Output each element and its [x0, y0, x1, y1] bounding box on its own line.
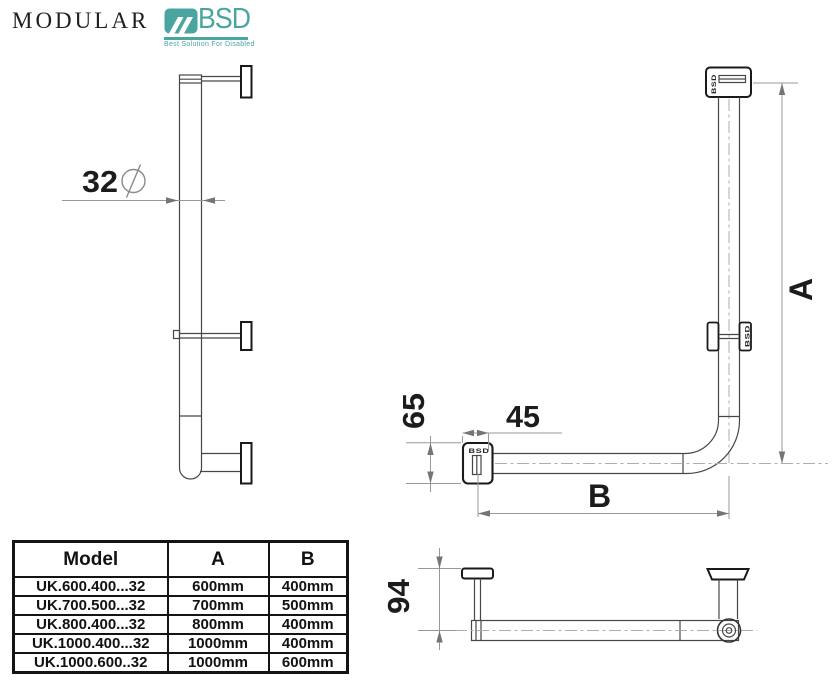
- mid-flange-brand-mark: BSD: [746, 325, 752, 347]
- bsd-logo: BSD Best Solution For Disabled: [164, 5, 256, 48]
- dim-a: A: [753, 82, 819, 464]
- table-row: UK.600.400...32 600mm 400mm: [12, 576, 349, 597]
- diameter-symbol: [121, 164, 146, 198]
- table-header-row: Model A B: [12, 540, 349, 578]
- bsd-logo-tagline: Best Solution For Disabled: [164, 40, 255, 48]
- dim-b: B: [477, 474, 730, 519]
- b-cell: 400mm: [267, 633, 349, 654]
- front-view-drawing: BSD BSD BS: [396, 66, 828, 519]
- b-cell: 600mm: [267, 652, 349, 674]
- dim-b-label: B: [588, 478, 611, 514]
- mid-bracket: BSD: [706, 321, 752, 352]
- dim-94: 94: [381, 548, 461, 650]
- b-cell: 500mm: [267, 595, 349, 616]
- model-cell: UK.1000.600..32: [12, 652, 169, 674]
- table-row: UK.1000.600..32 1000mm 600mm: [12, 652, 349, 674]
- col-header-a: A: [166, 540, 270, 578]
- model-cell: UK.700.500...32: [12, 595, 169, 616]
- mid-wall-flange: [240, 321, 253, 351]
- model-cell: UK.800.400...32: [12, 614, 169, 635]
- b-cell: 400mm: [267, 576, 349, 597]
- elbow-inner-arc: [684, 419, 720, 455]
- diameter-dimension: 32: [62, 164, 225, 204]
- dim-65-value: 65: [396, 393, 431, 429]
- bsd-logo-icon: [164, 8, 198, 34]
- a-cell: 1000mm: [166, 652, 270, 674]
- b-cell: 400mm: [267, 614, 349, 635]
- model-spec-table: Model A B UK.600.400...32 600mm 400mm UK…: [12, 540, 349, 674]
- elbow-outer-arc: [686, 420, 741, 475]
- horizontal-flange-brand-mark: BSD: [469, 449, 490, 455]
- top-flange: [705, 66, 752, 98]
- sheet-header: MODULAR BSD Best Solution For Disabled: [0, 0, 420, 60]
- model-cell: UK.1000.400...32: [12, 633, 169, 654]
- a-cell: 1000mm: [166, 633, 270, 654]
- tube-profile: [178, 83, 203, 480]
- bottom-view-drawing: 94: [381, 548, 757, 650]
- bottom-view-left-flange: [461, 567, 494, 580]
- side-view-drawing: 32: [62, 65, 253, 485]
- table-row: UK.1000.400...32 1000mm 400mm: [12, 633, 349, 654]
- mid-joint-tab: [172, 329, 181, 340]
- bottom-wall-flange: [240, 442, 253, 485]
- diameter-value: 32: [82, 164, 118, 199]
- bsd-logo-text: BSD: [198, 3, 251, 35]
- dim-65: 65: [396, 393, 461, 492]
- col-header-b: B: [267, 540, 349, 578]
- dim-a-label: A: [783, 278, 819, 301]
- a-cell: 700mm: [166, 595, 270, 616]
- top-wall-flange: [240, 65, 253, 99]
- dim-45-value: 45: [506, 399, 540, 434]
- a-cell: 600mm: [166, 576, 270, 597]
- brand-wordmark: MODULAR: [12, 8, 150, 33]
- bsd-logo-divider: [164, 37, 248, 40]
- model-cell: UK.600.400...32: [12, 576, 169, 597]
- top-flange-brand-mark: BSD: [712, 74, 718, 94]
- dim-94-value: 94: [381, 578, 416, 614]
- table-row: UK.700.500...32 700mm 500mm: [12, 595, 349, 616]
- dim-45: 45: [462, 399, 562, 451]
- bottom-view-right-flange: [705, 568, 751, 581]
- vertical-leg-end-circles: [716, 618, 742, 643]
- table-row: UK.800.400...32 800mm 400mm: [12, 614, 349, 635]
- a-cell: 800mm: [166, 614, 270, 635]
- col-header-model: Model: [12, 540, 169, 578]
